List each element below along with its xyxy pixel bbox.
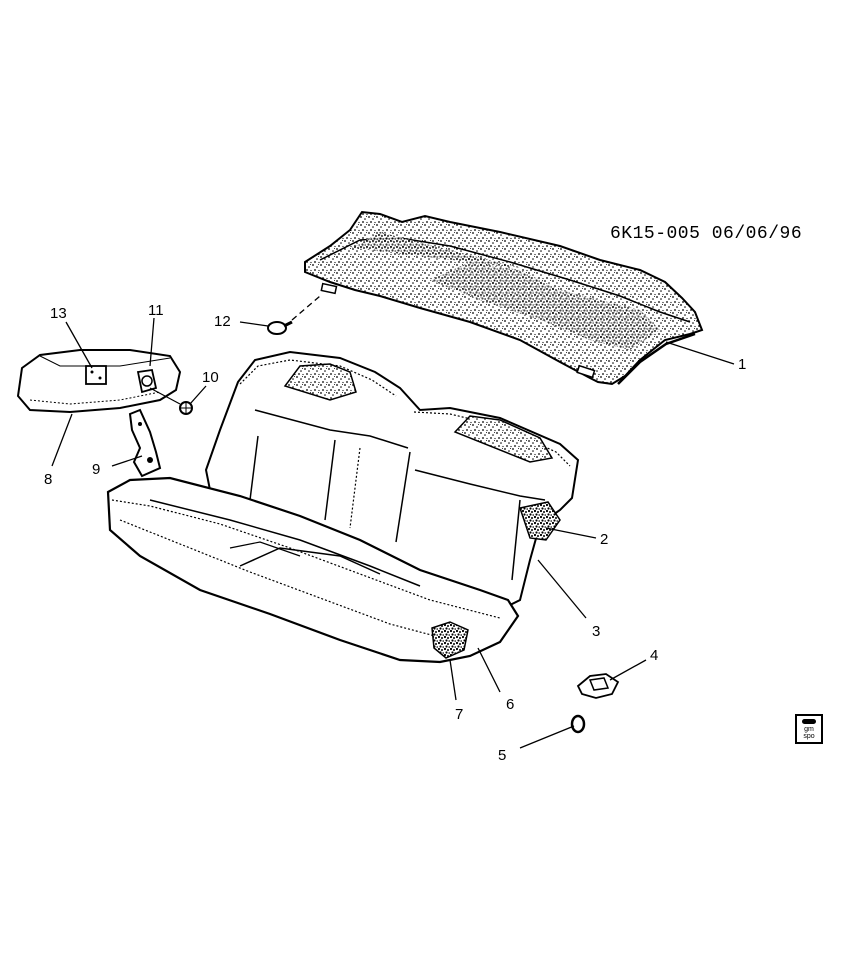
callout-11: 11 [148, 302, 164, 319]
callout-12: 12 [214, 313, 231, 330]
push-pin-fastener [267, 295, 321, 335]
callout-1: 1 [738, 356, 747, 373]
callout-10: 10 [202, 369, 219, 386]
callout-9: 9 [92, 461, 101, 478]
seat-cushion [106, 476, 520, 664]
retaining-ring [570, 714, 586, 734]
logo-text-line-1: gm [804, 726, 814, 733]
logo-pill-icon [802, 719, 816, 724]
retainer-clip [576, 673, 620, 699]
leader-lines [51, 317, 735, 749]
bolt-fastener [149, 387, 193, 415]
callout-3: 3 [592, 623, 601, 640]
armrest-assembly [16, 349, 182, 414]
callout-8: 8 [44, 471, 53, 488]
callout-13: 13 [50, 305, 67, 322]
logo-text-line-2: spo [803, 733, 815, 740]
logo-text: gm spo [797, 726, 821, 740]
seat-back [204, 350, 580, 612]
callout-6: 6 [506, 696, 515, 713]
drawing-code: 6K15-005 06/06/96 [610, 224, 803, 244]
gm-spo-logo: gm spo [795, 714, 823, 744]
callout-2: 2 [600, 531, 609, 548]
callout-5: 5 [498, 747, 507, 764]
callout-7: 7 [455, 706, 464, 723]
package-tray-panel [304, 210, 704, 386]
armrest-hinge-bracket [128, 408, 162, 478]
callout-4: 4 [650, 647, 659, 664]
